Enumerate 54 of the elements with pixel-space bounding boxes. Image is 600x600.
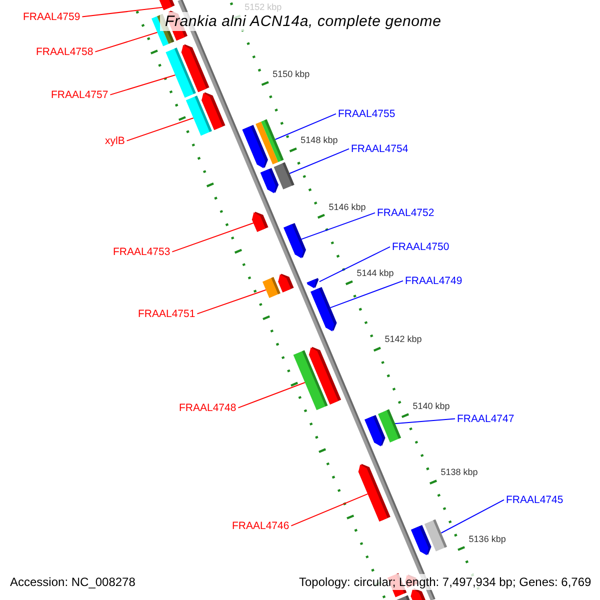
scale-label: 5148 kbp — [300, 135, 338, 146]
leader-line — [301, 212, 376, 240]
gene-label: FRAAL4746 — [232, 520, 290, 532]
gene-label: FRAAL4749 — [405, 274, 462, 288]
gene-bar — [284, 223, 306, 258]
gene-bar — [242, 119, 284, 168]
leader-line — [196, 289, 266, 314]
scale-label: 5138 kbp — [440, 467, 478, 478]
leader-line — [440, 499, 504, 534]
scale-label: 5142 kbp — [384, 334, 422, 346]
scale-label: 5146 kbp — [328, 202, 366, 212]
gene-bar — [306, 278, 319, 288]
gene-label: FRAAL4754 — [351, 142, 408, 156]
gene-bar — [186, 92, 226, 136]
leader-line — [330, 280, 404, 308]
gene-label: FRAAL4757 — [51, 88, 108, 102]
gene-label: FRAAL4759 — [23, 10, 80, 24]
gene-label: FRAAL4747 — [457, 412, 514, 426]
gene-bar — [262, 274, 294, 298]
leader-line — [238, 382, 306, 408]
scale-label: 5144 kbp — [356, 268, 394, 279]
gene-label: xylB — [105, 134, 125, 148]
scale-label: 5152 kbp — [244, 2, 282, 13]
accession-text: Accession: NC_008278 — [10, 575, 136, 590]
scale-label: 5150 kbp — [272, 68, 310, 80]
gene-bar — [310, 287, 337, 332]
gene-label: FRAAL4753 — [113, 246, 170, 258]
gene-label: FRAAL4750 — [392, 240, 450, 254]
gene-bar — [364, 409, 401, 446]
gene-bar — [293, 346, 342, 410]
leader-line — [290, 493, 368, 526]
scale-label: 5136 kbp — [468, 534, 506, 544]
gene-label: FRAAL4751 — [138, 308, 196, 320]
leader-line — [126, 118, 194, 142]
gene-label: FRAAL4745 — [506, 494, 564, 506]
leader-line — [172, 222, 254, 252]
gene-label: FRAAL4752 — [377, 206, 434, 220]
leader-line — [82, 6, 163, 18]
leader-line — [94, 32, 158, 52]
gene-label: FRAAL4758 — [36, 46, 94, 58]
gene-label: FRAAL4748 — [179, 402, 236, 414]
scale-label: 5140 kbp — [412, 400, 450, 412]
leader-line — [110, 74, 176, 96]
gene-bar — [411, 519, 447, 556]
gene-label: FRAAL4755 — [338, 108, 396, 120]
leader-line — [274, 113, 336, 140]
leader-line — [289, 148, 350, 174]
leader-line — [318, 246, 390, 282]
gene-bar — [358, 464, 390, 522]
gene-bar — [166, 44, 210, 98]
gene-bar — [252, 212, 268, 232]
gene-bar — [260, 162, 294, 194]
gene-bar — [159, 0, 175, 10]
leader-line — [394, 418, 456, 424]
